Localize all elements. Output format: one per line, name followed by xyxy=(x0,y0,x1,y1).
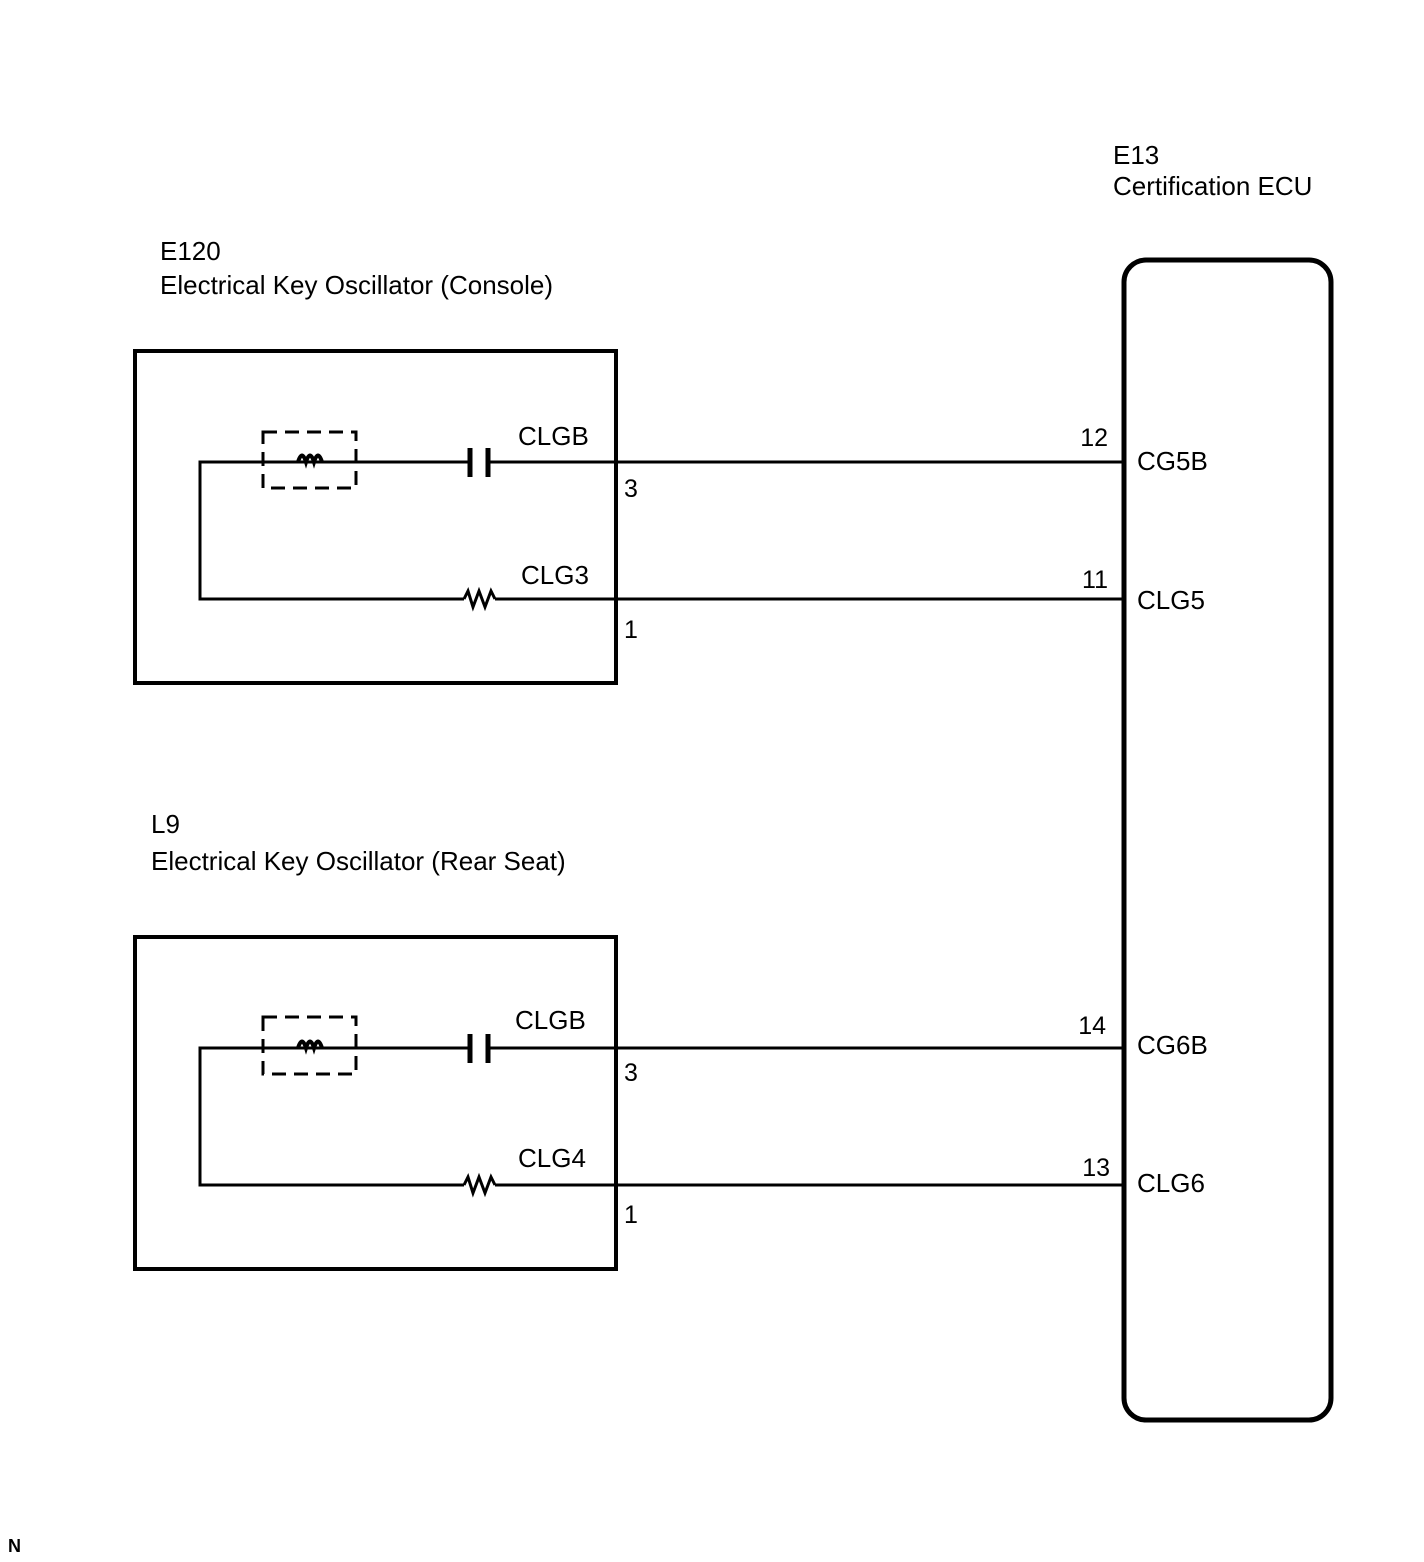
oscillator-1-upper-pin: 3 xyxy=(624,475,638,503)
ecu-box xyxy=(1121,257,1334,1423)
oscillator-1-code: E120 xyxy=(160,236,221,266)
oscillator-2-code: L9 xyxy=(151,809,180,839)
oscillator-2-name: Electrical Key Oscillator (Rear Seat) xyxy=(151,846,566,876)
oscillator-2-upper-terminal: CLGB xyxy=(515,1005,586,1035)
oscillator-1-internal-wire xyxy=(198,460,470,601)
ecu-pin-number: 12 xyxy=(1080,424,1108,452)
ecu-pin-name: CLG5 xyxy=(1137,585,1205,615)
oscillator-2-lower-terminal: CLG4 xyxy=(518,1143,586,1173)
ecu-pin-name: CG6B xyxy=(1137,1030,1208,1060)
oscillator-1-lower-pin: 1 xyxy=(624,616,638,644)
ecu-code: E13 xyxy=(1113,140,1159,170)
ecu-pin-name: CLG6 xyxy=(1137,1168,1205,1198)
oscillator-2-circuit xyxy=(198,1015,1124,1198)
resistor-icon xyxy=(462,1172,497,1198)
antenna-coil-enclosure xyxy=(261,1015,358,1076)
oscillator-2-box xyxy=(133,935,618,1271)
oscillator-2-internal-wire xyxy=(198,1046,470,1187)
oscillator-1-circuit xyxy=(198,430,1124,612)
oscillator-1-name: Electrical Key Oscillator (Console) xyxy=(160,270,553,300)
oscillator-1-lower-terminal: CLG3 xyxy=(521,560,589,590)
antenna-coil-enclosure xyxy=(261,430,358,490)
coil-icon xyxy=(296,1039,324,1055)
resistor-icon xyxy=(462,586,497,612)
oscillator-1-upper-terminal: CLGB xyxy=(518,421,589,451)
ecu-pin-number: 13 xyxy=(1082,1154,1110,1182)
ecu-pin-number: 11 xyxy=(1082,566,1108,594)
oscillator-1-box xyxy=(133,349,618,685)
oscillator-2-upper-pin: 3 xyxy=(624,1059,638,1087)
ecu-name: Certification ECU xyxy=(1113,171,1312,201)
ecu-pin-name: CG5B xyxy=(1137,446,1208,476)
coil-icon xyxy=(296,453,324,469)
oscillator-2-lower-pin: 1 xyxy=(624,1201,638,1229)
corner-code: N xyxy=(8,1536,21,1556)
ecu-pin-number: 14 xyxy=(1078,1012,1106,1040)
